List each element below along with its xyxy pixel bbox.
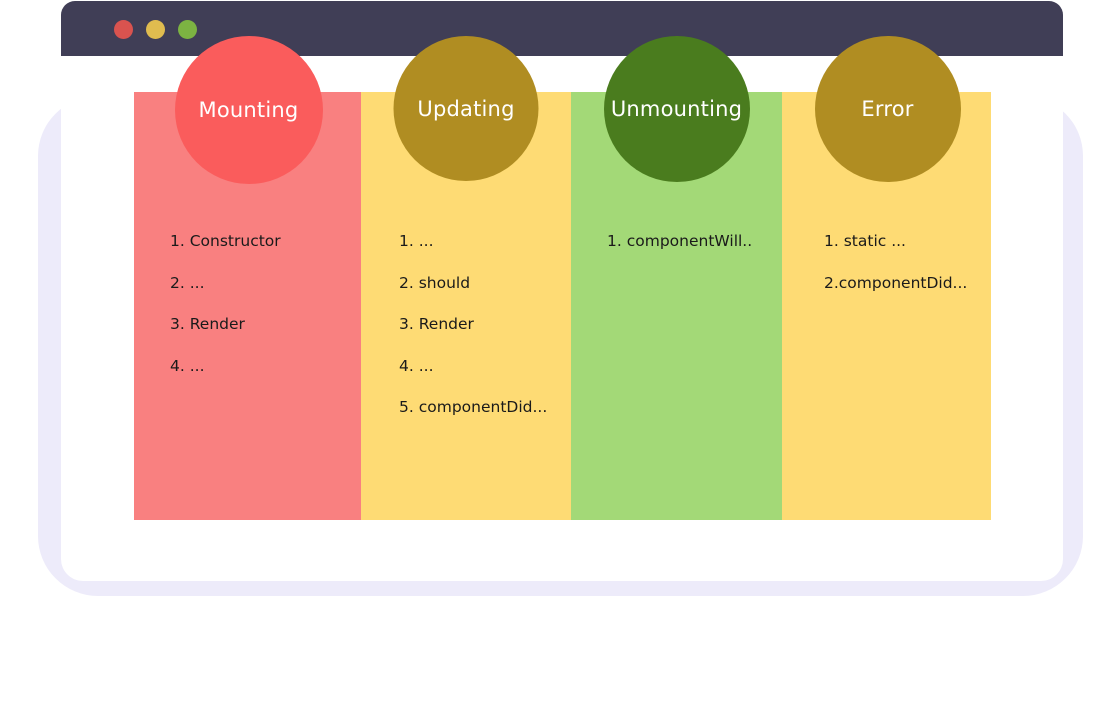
- browser-content-area: Mounting 1. Constructor 2. ... 3. Render…: [61, 36, 1063, 581]
- maximize-dot-icon[interactable]: [178, 20, 197, 39]
- close-dot-icon[interactable]: [114, 20, 133, 39]
- phase-column-unmounting: Unmounting 1. componentWill..: [571, 36, 782, 520]
- phase-column-mounting: Mounting 1. Constructor 2. ... 3. Render…: [134, 36, 361, 520]
- phase-title-mounting: Mounting: [198, 98, 299, 122]
- list-item: 5. componentDid...: [399, 398, 548, 416]
- list-item: 3. Render: [170, 315, 245, 333]
- phase-badge-updating[interactable]: Updating: [393, 36, 539, 181]
- minimize-dot-icon[interactable]: [146, 20, 165, 39]
- list-item: 2.componentDid...: [824, 273, 968, 292]
- list-item: 1. componentWill..: [607, 232, 753, 250]
- list-item: 2. ...: [170, 273, 205, 292]
- list-item: 4. ...: [399, 356, 434, 375]
- phase-title-updating: Updating: [417, 96, 515, 121]
- phase-badge-error[interactable]: Error: [814, 36, 961, 182]
- phase-list-mounting: 1. Constructor 2. ... 3. Render 4. ...: [134, 232, 361, 400]
- phase-title-unmounting: Unmounting: [610, 97, 743, 121]
- phase-column-updating: Updating 1. ... 2. should 3. Render 4. .…: [361, 36, 571, 520]
- phase-title-error: Error: [861, 97, 914, 121]
- browser-window: Mounting 1. Constructor 2. ... 3. Render…: [61, 1, 1063, 581]
- list-item: 3. Render: [399, 315, 474, 333]
- list-item: 2. should: [399, 273, 471, 292]
- phase-list-updating: 1. ... 2. should 3. Render 4. ... 5. com…: [361, 232, 571, 442]
- list-item: 4. ...: [170, 356, 205, 375]
- list-item: 1. Constructor: [170, 232, 281, 250]
- phase-badge-unmounting[interactable]: Unmounting: [603, 36, 750, 182]
- phase-list-error: 1. static ... 2.componentDid...: [782, 232, 991, 317]
- list-item: 1. ...: [399, 232, 434, 250]
- phase-badge-mounting[interactable]: Mounting: [174, 36, 323, 184]
- lifecycle-board: Mounting 1. Constructor 2. ... 3. Render…: [134, 36, 991, 520]
- phase-column-error: Error 1. static ... 2.componentDid...: [782, 36, 991, 520]
- list-item: 1. static ...: [824, 232, 906, 250]
- phase-list-unmounting: 1. componentWill..: [571, 232, 782, 276]
